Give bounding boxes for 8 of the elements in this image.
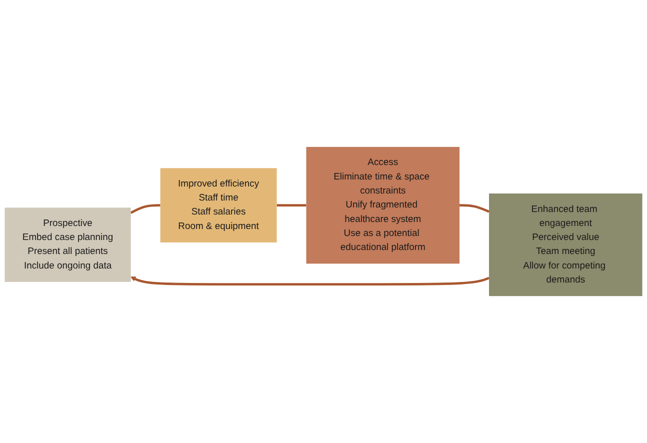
connector: [460, 204, 490, 213]
node-box: Improved efficiency Staff time Staff salaries Room & equipment: [160, 168, 277, 242]
connector: [276, 204, 306, 206]
node-box: Enhanced team engagement Perceived value Team meeting Allow for competing demands: [489, 194, 642, 296]
node-box: Prospective Embed case planning Present all patients Include ongoing data: [4, 208, 131, 282]
node-box: Access Eliminate time & space constraints Unify fragmented healthcare system Use as a potential educational platform: [306, 146, 460, 264]
connector: [130, 204, 160, 214]
arrow: [130, 276, 490, 286]
